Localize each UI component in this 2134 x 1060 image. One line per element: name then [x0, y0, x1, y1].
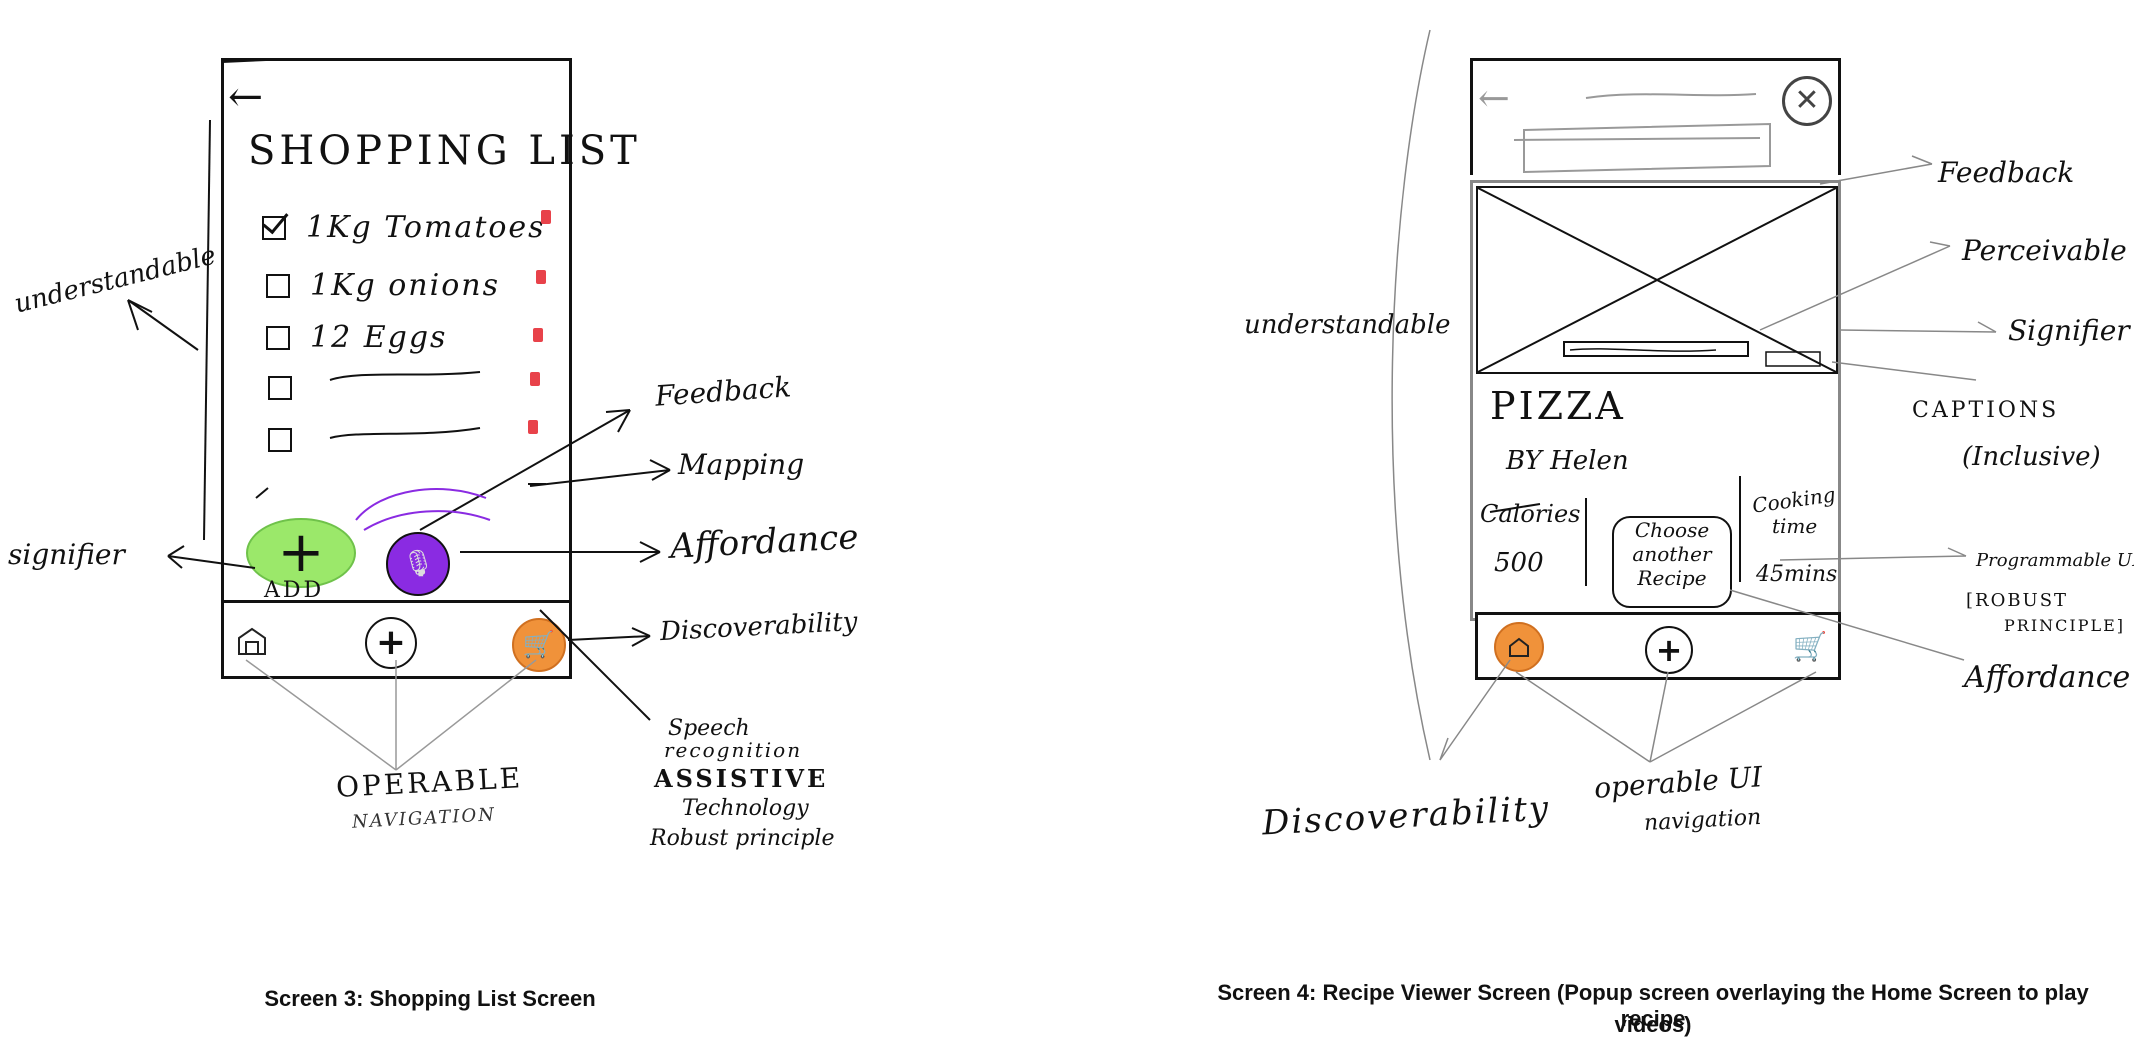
add-nav-button[interactable]: +	[1645, 626, 1693, 674]
item-label: 12 Eggs	[310, 320, 448, 355]
list-item[interactable]	[268, 428, 312, 452]
close-button[interactable]: ✕	[1782, 76, 1832, 126]
nav-divider	[221, 600, 572, 603]
annotation-speech: Speech	[668, 716, 750, 741]
add-nav-button[interactable]: +	[365, 617, 417, 669]
annotation-signifier: Signifier	[2008, 314, 2130, 347]
recipe-popup-frame	[1470, 180, 1841, 621]
add-label: ADD	[264, 578, 325, 603]
annotation-feedback: Feedback	[1938, 156, 2075, 189]
recipe-title: PIZZA	[1490, 384, 1626, 428]
item-label: 1Kg onions	[310, 268, 500, 303]
checkbox[interactable]	[266, 273, 290, 298]
list-item[interactable]: 1Kg Tomatoes	[262, 210, 546, 245]
home-icon	[1509, 637, 1529, 657]
plus-icon: +	[375, 622, 407, 663]
annotation-programmable-ui: Programmable UI	[1976, 550, 2134, 571]
annotation-mapping: Mapping	[678, 448, 805, 481]
annotation-captions: CAPTIONS	[1912, 398, 2060, 423]
delete-icon[interactable]	[536, 270, 546, 284]
annotation-understandable: understandable	[1244, 310, 1451, 340]
plus-icon: +	[1655, 631, 1683, 669]
item-label: 1Kg Tomatoes	[306, 210, 546, 245]
annotation-robust-principle: Robust principle	[650, 826, 835, 851]
microphone-button[interactable]: 🎙	[386, 532, 450, 596]
delete-icon[interactable]	[530, 372, 540, 386]
screen4-caption-line1: Screen 4: Recipe Viewer Screen (Popup sc…	[1217, 980, 2089, 1031]
choose-line: Choose	[1634, 518, 1710, 542]
choose-line: another	[1632, 542, 1712, 566]
page-title: SHOPPING LIST	[248, 128, 641, 174]
home-nav-button[interactable]	[1494, 622, 1544, 672]
delete-icon[interactable]	[528, 420, 538, 434]
add-button[interactable]: +	[246, 518, 356, 588]
plus-icon: +	[277, 520, 325, 585]
close-icon: ✕	[1794, 83, 1820, 118]
cart-icon: 🛒	[522, 630, 556, 660]
video-placeholder-cross	[1477, 187, 1837, 373]
back-arrow-icon[interactable]: ←	[228, 72, 264, 121]
annotation-affordance: Affordance	[1964, 660, 2131, 695]
cart-icon[interactable]: 🛒	[1792, 629, 1828, 663]
checkbox-checked[interactable]	[262, 215, 286, 240]
checkbox[interactable]	[268, 428, 292, 452]
annotation-technology: Technology	[682, 796, 809, 821]
list-item[interactable]: 1Kg onions	[266, 268, 500, 303]
annotation-inclusive: (Inclusive)	[1962, 442, 2101, 472]
microphone-icon: 🎙	[401, 549, 435, 579]
choose-line: Recipe	[1637, 566, 1707, 590]
cooking-time-label-2: time	[1772, 514, 1818, 538]
home-icon[interactable]	[236, 624, 268, 656]
annotation-principle: PRINCIPLE]	[2004, 616, 2126, 635]
delete-icon[interactable]	[533, 328, 543, 342]
annotation-assistive: ASSISTIVE	[654, 764, 829, 793]
list-item[interactable]	[268, 376, 312, 400]
screen3-caption: Screen 3: Shopping List Screen	[264, 986, 596, 1011]
screen4-caption-line2: videos)	[1614, 1012, 1692, 1037]
annotation-perceivable: Perceivable	[1962, 234, 2127, 267]
annotation-recognition: recognition	[664, 738, 803, 762]
cooking-time-value: 45mins	[1756, 562, 1838, 587]
checkbox[interactable]	[268, 376, 292, 400]
recipe-author: BY Helen	[1506, 446, 1629, 476]
recipe-viewer-phone-frame	[1470, 58, 1841, 175]
calories-value: 500	[1494, 548, 1544, 578]
back-arrow-icon[interactable]: ←	[1478, 76, 1510, 120]
choose-another-recipe-button[interactable]: Choose another Recipe	[1612, 516, 1732, 608]
video-player[interactable]	[1476, 186, 1838, 374]
annotation-robust: [ROBUST	[1966, 590, 2069, 611]
delete-icon[interactable]	[541, 210, 551, 224]
list-item[interactable]: 12 Eggs	[266, 320, 447, 355]
checkbox[interactable]	[266, 325, 290, 350]
annotation-signifier: signifier	[8, 538, 125, 571]
